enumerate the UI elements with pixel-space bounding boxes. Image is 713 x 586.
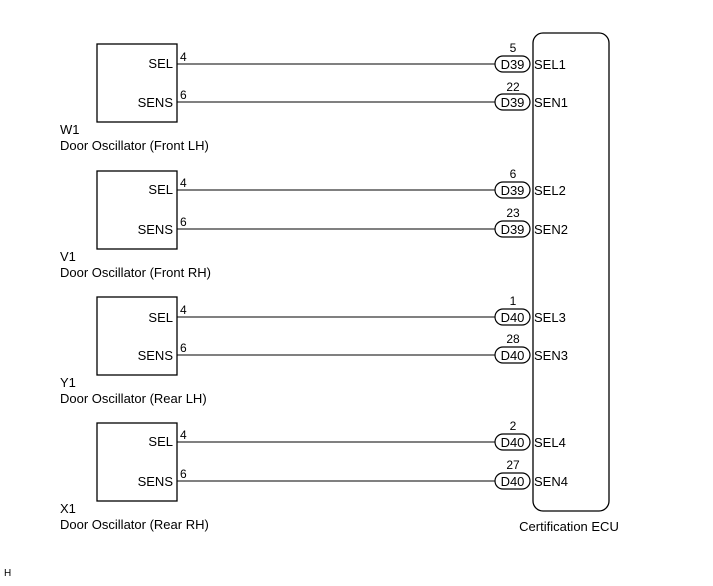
sel-connector-pill xyxy=(494,181,531,199)
sens-ecu-label: SEN4 xyxy=(534,474,568,489)
sens-ecu-pin: 22 xyxy=(506,80,520,94)
sel-label: SEL xyxy=(148,182,173,197)
sel-connector-pill xyxy=(494,433,531,451)
certification-ecu-box xyxy=(532,32,610,512)
oscillator-name: Door Oscillator (Rear LH) xyxy=(60,391,207,406)
oscillator-code: Y1 xyxy=(60,375,76,390)
sel-pin: 4 xyxy=(180,50,187,64)
sens-connector-pill xyxy=(494,93,531,111)
sens-ecu-pin: 23 xyxy=(506,206,520,220)
corner-mark: H xyxy=(4,568,11,579)
sens-connector-pill xyxy=(494,472,531,490)
sens-ecu-pin: 27 xyxy=(506,458,520,472)
sens-label: SENS xyxy=(138,95,174,110)
sel-ecu-label: SEL4 xyxy=(534,435,566,450)
sens-pin: 6 xyxy=(180,467,187,481)
sel-ecu-label: SEL1 xyxy=(534,57,566,72)
sens-label: SENS xyxy=(138,222,174,237)
oscillator-code: X1 xyxy=(60,501,76,516)
oscillator-group-v1: SEL SENS 4 6 D39 D39 6 23 SEL2 SEN2 V1 D… xyxy=(60,167,568,280)
sens-ecu-label: SEN3 xyxy=(534,348,568,363)
oscillator-code: W1 xyxy=(60,122,80,137)
oscillator-box xyxy=(96,296,178,376)
sens-pin: 6 xyxy=(180,341,187,355)
sens-ecu-pin: 28 xyxy=(506,332,520,346)
sel-label: SEL xyxy=(148,434,173,449)
sens-connector: D40 xyxy=(501,474,525,489)
sel-ecu-label: SEL3 xyxy=(534,310,566,325)
oscillator-group-x1: SEL SENS 4 6 D40 D40 2 27 SEL4 SEN4 X1 D… xyxy=(60,419,568,532)
sens-pin: 6 xyxy=(180,88,187,102)
oscillator-group-y1: SEL SENS 4 6 D40 D40 1 28 SEL3 SEN3 Y1 D… xyxy=(60,294,568,406)
sel-pin: 4 xyxy=(180,428,187,442)
oscillator-group-w1: SEL SENS 4 6 D39 D39 5 22 SEL1 SEN1 W1 D… xyxy=(60,41,568,153)
oscillator-name: Door Oscillator (Front LH) xyxy=(60,138,209,153)
sens-connector: D39 xyxy=(501,222,525,237)
sel-ecu-pin: 1 xyxy=(510,294,517,308)
sens-label: SENS xyxy=(138,474,174,489)
sel-connector: D39 xyxy=(501,57,525,72)
sens-ecu-label: SEN1 xyxy=(534,95,568,110)
sel-connector-pill xyxy=(494,308,531,326)
oscillator-box xyxy=(96,43,178,123)
sel-connector: D39 xyxy=(501,183,525,198)
oscillator-box xyxy=(96,422,178,502)
sel-ecu-pin: 6 xyxy=(510,167,517,181)
certification-ecu-label: Certification ECU xyxy=(519,519,619,534)
sel-ecu-pin: 5 xyxy=(510,41,517,55)
sens-connector: D39 xyxy=(501,95,525,110)
oscillator-name: Door Oscillator (Rear RH) xyxy=(60,517,209,532)
sel-label: SEL xyxy=(148,56,173,71)
oscillator-box xyxy=(96,170,178,250)
sel-label: SEL xyxy=(148,310,173,325)
sens-connector: D40 xyxy=(501,348,525,363)
oscillator-code: V1 xyxy=(60,249,76,264)
sel-connector-pill xyxy=(494,55,531,73)
oscillator-name: Door Oscillator (Front RH) xyxy=(60,265,211,280)
sens-pin: 6 xyxy=(180,215,187,229)
sens-connector-pill xyxy=(494,220,531,238)
sel-ecu-pin: 2 xyxy=(510,419,517,433)
sel-pin: 4 xyxy=(180,176,187,190)
sel-ecu-label: SEL2 xyxy=(534,183,566,198)
sens-connector-pill xyxy=(494,346,531,364)
sel-pin: 4 xyxy=(180,303,187,317)
sens-label: SENS xyxy=(138,348,174,363)
sel-connector: D40 xyxy=(501,435,525,450)
sens-ecu-label: SEN2 xyxy=(534,222,568,237)
sel-connector: D40 xyxy=(501,310,525,325)
